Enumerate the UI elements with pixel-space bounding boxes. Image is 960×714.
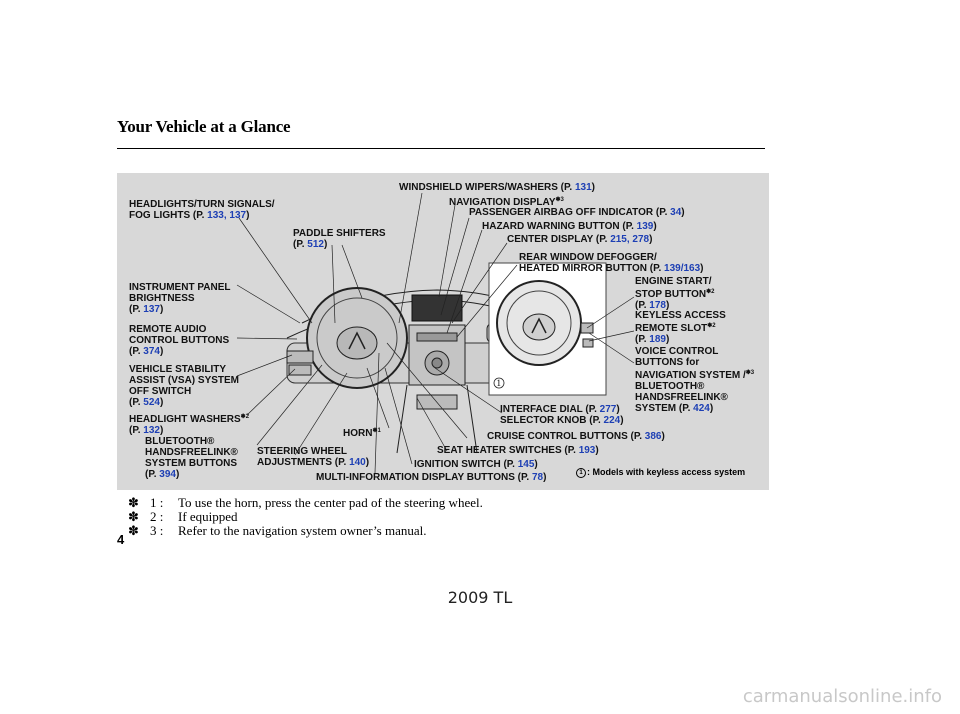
label-paddle-shifters: PADDLE SHIFTERS(P. 512) [293,228,386,250]
label-headlights: HEADLIGHTS/TURN SIGNALS/FOG LIGHTS (P. 1… [129,199,275,221]
page-reference[interactable]: 139/163 [664,263,701,274]
leader-lines [236,192,635,474]
label-headlight-washers: HEADLIGHT WASHERS✽2(P. 132) [129,414,250,436]
legend-marker-icon: 1 [576,467,586,478]
footer-model-year: 2009 TL [447,588,513,607]
footnote: ✽1 :To use the horn, press the center pa… [128,495,483,510]
page-reference[interactable]: 512 [307,239,324,250]
page-reference[interactable]: 178 [649,300,666,311]
page-number: 4 [117,532,125,547]
page-reference[interactable]: 140 [349,457,366,468]
page-reference[interactable]: 394 [159,469,176,480]
page-reference[interactable]: 139 [636,221,654,232]
label-wipers: WINDSHIELD WIPERS/WASHERS (P. 131) [399,182,595,193]
footnotes: ✽1 :To use the horn, press the center pa… [128,496,483,538]
page-reference[interactable]: 524 [143,397,160,408]
page-reference[interactable]: 215, 278 [610,234,650,245]
label-rear-defogger: REAR WINDOW DEFOGGER/HEATED MIRROR BUTTO… [519,252,704,274]
page-reference[interactable]: 424 [693,403,710,414]
label-navigation-display: NAVIGATION DISPLAY✽3 [449,197,564,208]
label-interface-dial: INTERFACE DIAL (P. 277)SELECTOR KNOB (P.… [500,404,624,426]
footnote: ✽2 :If equipped [128,509,238,524]
page-reference[interactable]: 34 [670,207,682,218]
label-bluetooth-buttons: BLUETOOTH®HANDSFREELINK®SYSTEM BUTTONS(P… [145,436,238,480]
page-reference[interactable]: 78 [531,472,544,483]
footnote: ✽3 :Refer to the navigation system owner… [128,523,427,538]
label-seat-heater: SEAT HEATER SWITCHES (P. 193) [437,445,599,456]
label-passenger-airbag: PASSENGER AIRBAG OFF INDICATOR (P. 34) [469,207,685,218]
inset-marker: 1 [493,377,505,389]
label-horn: HORN✽1 [343,428,381,439]
page-reference[interactable]: 137 [143,304,160,315]
page-reference[interactable]: 224 [603,415,621,426]
page-reference[interactable]: 386 [644,431,662,442]
page-reference[interactable]: 189 [649,334,666,345]
label-engine-start: ENGINE START/STOP BUTTON✽2(P. 178) [635,276,715,311]
page-reference[interactable]: 133, 137 [207,210,247,221]
page-reference[interactable]: 145 [517,459,535,470]
page-reference[interactable]: 374 [143,346,160,357]
page-title: Your Vehicle at a Glance [117,117,291,136]
legend: 1: Models with keyless access system [576,467,745,478]
label-hazard-button: HAZARD WARNING BUTTON (P. 139) [482,221,657,232]
dashboard-illustration: 1 [236,192,635,474]
page-reference[interactable]: 132 [143,425,160,436]
page-reference[interactable]: 277 [599,404,617,415]
label-multi-info: MULTI-INFORMATION DISPLAY BUTTONS (P. 78… [316,472,547,483]
page-reference[interactable]: 193 [578,445,596,456]
title-rule [117,148,765,149]
label-center-display: CENTER DISPLAY (P. 215, 278) [507,234,653,245]
svg-text:1: 1 [497,378,502,388]
center-display [411,294,463,322]
label-cruise-control: CRUISE CONTROL BUTTONS (P. 386) [487,431,665,442]
watermark: carmanualsonline.info [742,686,942,707]
label-ignition: IGNITION SWITCH (P. 145) [414,459,538,470]
page-reference[interactable]: 131 [574,182,592,193]
